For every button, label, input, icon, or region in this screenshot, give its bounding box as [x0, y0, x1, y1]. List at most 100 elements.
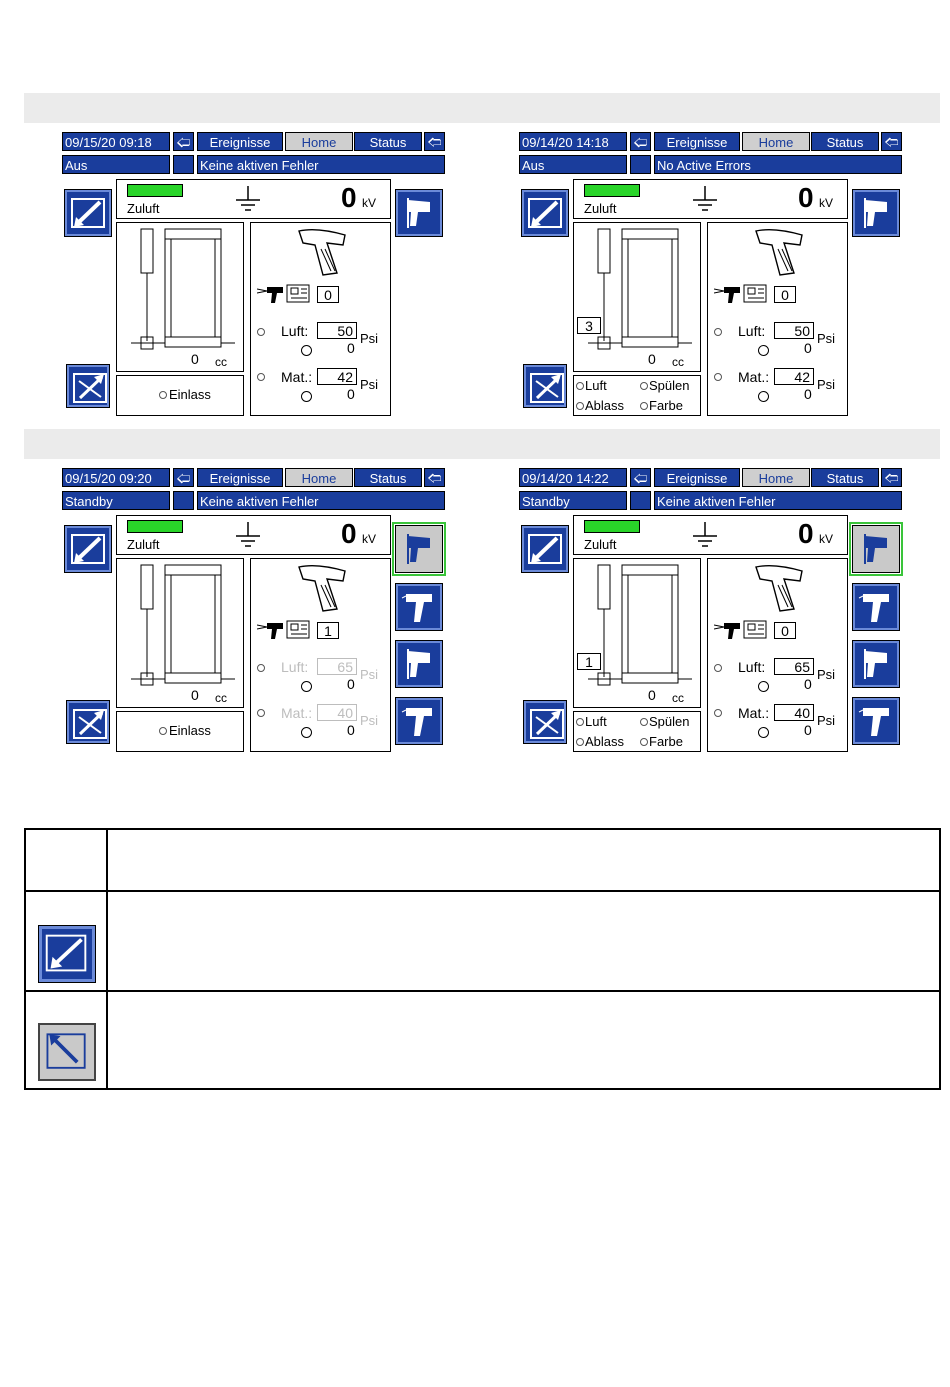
air-label: Luft:	[281, 659, 309, 675]
tab-home[interactable]: Home	[285, 132, 353, 151]
valve-drain[interactable]: Ablass	[576, 734, 624, 749]
supply-label: Zuluft	[584, 537, 617, 552]
material-led	[257, 373, 265, 381]
setup-button[interactable]	[521, 525, 569, 573]
volume-value: 0	[191, 351, 199, 367]
nav-right-button[interactable]: 🢢	[424, 132, 445, 151]
ground-icon	[693, 522, 717, 547]
nav-right-button[interactable]: 🢢	[424, 468, 445, 487]
material-actual: 0	[804, 386, 812, 402]
supply-label: Zuluft	[127, 201, 160, 216]
material-gauge-icon	[301, 391, 312, 402]
nav-right-button[interactable]: 🢢	[881, 468, 902, 487]
setup-button[interactable]	[521, 189, 569, 237]
air-unit: Psi	[817, 331, 836, 346]
gun-count-icon	[257, 620, 310, 639]
gun-mode-button[interactable]	[852, 189, 900, 237]
air-setpoint[interactable]: 50	[774, 322, 814, 339]
tab-ereignisse[interactable]: Ereignisse	[654, 132, 740, 151]
gun-flush-button[interactable]	[395, 640, 443, 688]
valve-air[interactable]: Luft	[576, 378, 607, 393]
gun-mode-button-active[interactable]	[392, 522, 446, 576]
spray-gun-icon	[755, 228, 803, 276]
lock-button[interactable]	[523, 700, 567, 744]
air-gauge-icon	[758, 345, 769, 356]
kv-unit: kV	[819, 196, 834, 210]
valve-air[interactable]: Luft	[576, 714, 607, 729]
tab-status[interactable]: Status	[354, 132, 422, 151]
tab-ereignisse[interactable]: Ereignisse	[654, 468, 740, 487]
gun-spray-button[interactable]	[395, 697, 443, 745]
setup-button[interactable]	[64, 189, 112, 237]
ground-icon	[236, 522, 260, 547]
valve-led	[576, 382, 584, 390]
valve-inlet[interactable]: Einlass	[159, 387, 211, 402]
nav-left-button[interactable]: 🢠	[630, 132, 651, 151]
error-status: Keine aktiven Fehler	[654, 491, 902, 510]
valve-inlet[interactable]: Einlass	[159, 723, 211, 738]
volume-value: 0	[191, 687, 199, 703]
valve-led	[640, 402, 648, 410]
tab-ereignisse[interactable]: Ereignisse	[197, 468, 283, 487]
tab-status[interactable]: Status	[811, 132, 879, 151]
legend-header-symbol	[24, 828, 108, 892]
volume-unit: cc	[672, 355, 684, 369]
lock-button[interactable]	[66, 700, 110, 744]
valve-drain[interactable]: Ablass	[576, 398, 624, 413]
system-status: Standby	[62, 491, 170, 510]
gun-trigger-button[interactable]	[395, 583, 443, 631]
valve-flush[interactable]: Spülen	[640, 378, 689, 393]
tab-status[interactable]: Status	[354, 468, 422, 487]
supply-indicator	[127, 184, 183, 197]
gun-count-icon	[257, 284, 310, 303]
material-setpoint[interactable]: 40	[774, 704, 814, 721]
air-unit: Psi	[360, 331, 379, 346]
valve-paint[interactable]: Farbe	[640, 398, 683, 413]
valve-flush[interactable]: Spülen	[640, 714, 689, 729]
gun-mode-button[interactable]	[395, 189, 443, 237]
lock-button[interactable]	[523, 364, 567, 408]
nav-left-button[interactable]: 🢠	[173, 132, 194, 151]
tab-status[interactable]: Status	[811, 468, 879, 487]
material-setpoint[interactable]: 40	[317, 704, 357, 721]
spray-gun-icon	[298, 564, 346, 612]
air-actual: 0	[347, 676, 355, 692]
air-unit: Psi	[360, 667, 379, 682]
kv-value: 0	[798, 518, 814, 549]
legend-desc-1	[106, 890, 941, 992]
gun-trigger-button[interactable]	[852, 583, 900, 631]
tab-ereignisse[interactable]: Ereignisse	[197, 132, 283, 151]
tab-home[interactable]: Home	[742, 468, 810, 487]
lock-button[interactable]	[66, 364, 110, 408]
nav-right-button[interactable]: 🢢	[881, 132, 902, 151]
valve-paint[interactable]: Farbe	[640, 734, 683, 749]
gun-spray-button[interactable]	[852, 697, 900, 745]
tab-home[interactable]: Home	[742, 132, 810, 151]
air-setpoint[interactable]: 65	[774, 658, 814, 675]
gun-flush-button[interactable]	[852, 640, 900, 688]
spray-gun-icon	[755, 564, 803, 612]
nav-left-button[interactable]: 🢠	[630, 468, 651, 487]
air-setpoint[interactable]: 50	[317, 322, 357, 339]
air-label: Luft:	[281, 323, 309, 339]
material-setpoint[interactable]: 42	[317, 368, 357, 385]
material-gauge-icon	[758, 727, 769, 738]
air-setpoint[interactable]: 65	[317, 658, 357, 675]
datetime-display: 09/14/20 14:18	[519, 132, 627, 151]
gun-mode-button-active[interactable]	[849, 522, 903, 576]
setup-button[interactable]	[64, 525, 112, 573]
tab-home[interactable]: Home	[285, 468, 353, 487]
legend-header-desc	[106, 828, 941, 892]
reservoir-diagram	[131, 228, 235, 350]
material-setpoint[interactable]: 42	[774, 368, 814, 385]
kv-unit: kV	[362, 532, 377, 546]
valve-led	[640, 718, 648, 726]
error-status: No Active Errors	[654, 155, 902, 174]
air-actual: 0	[804, 340, 812, 356]
nav-left-button[interactable]: 🢠	[173, 468, 194, 487]
